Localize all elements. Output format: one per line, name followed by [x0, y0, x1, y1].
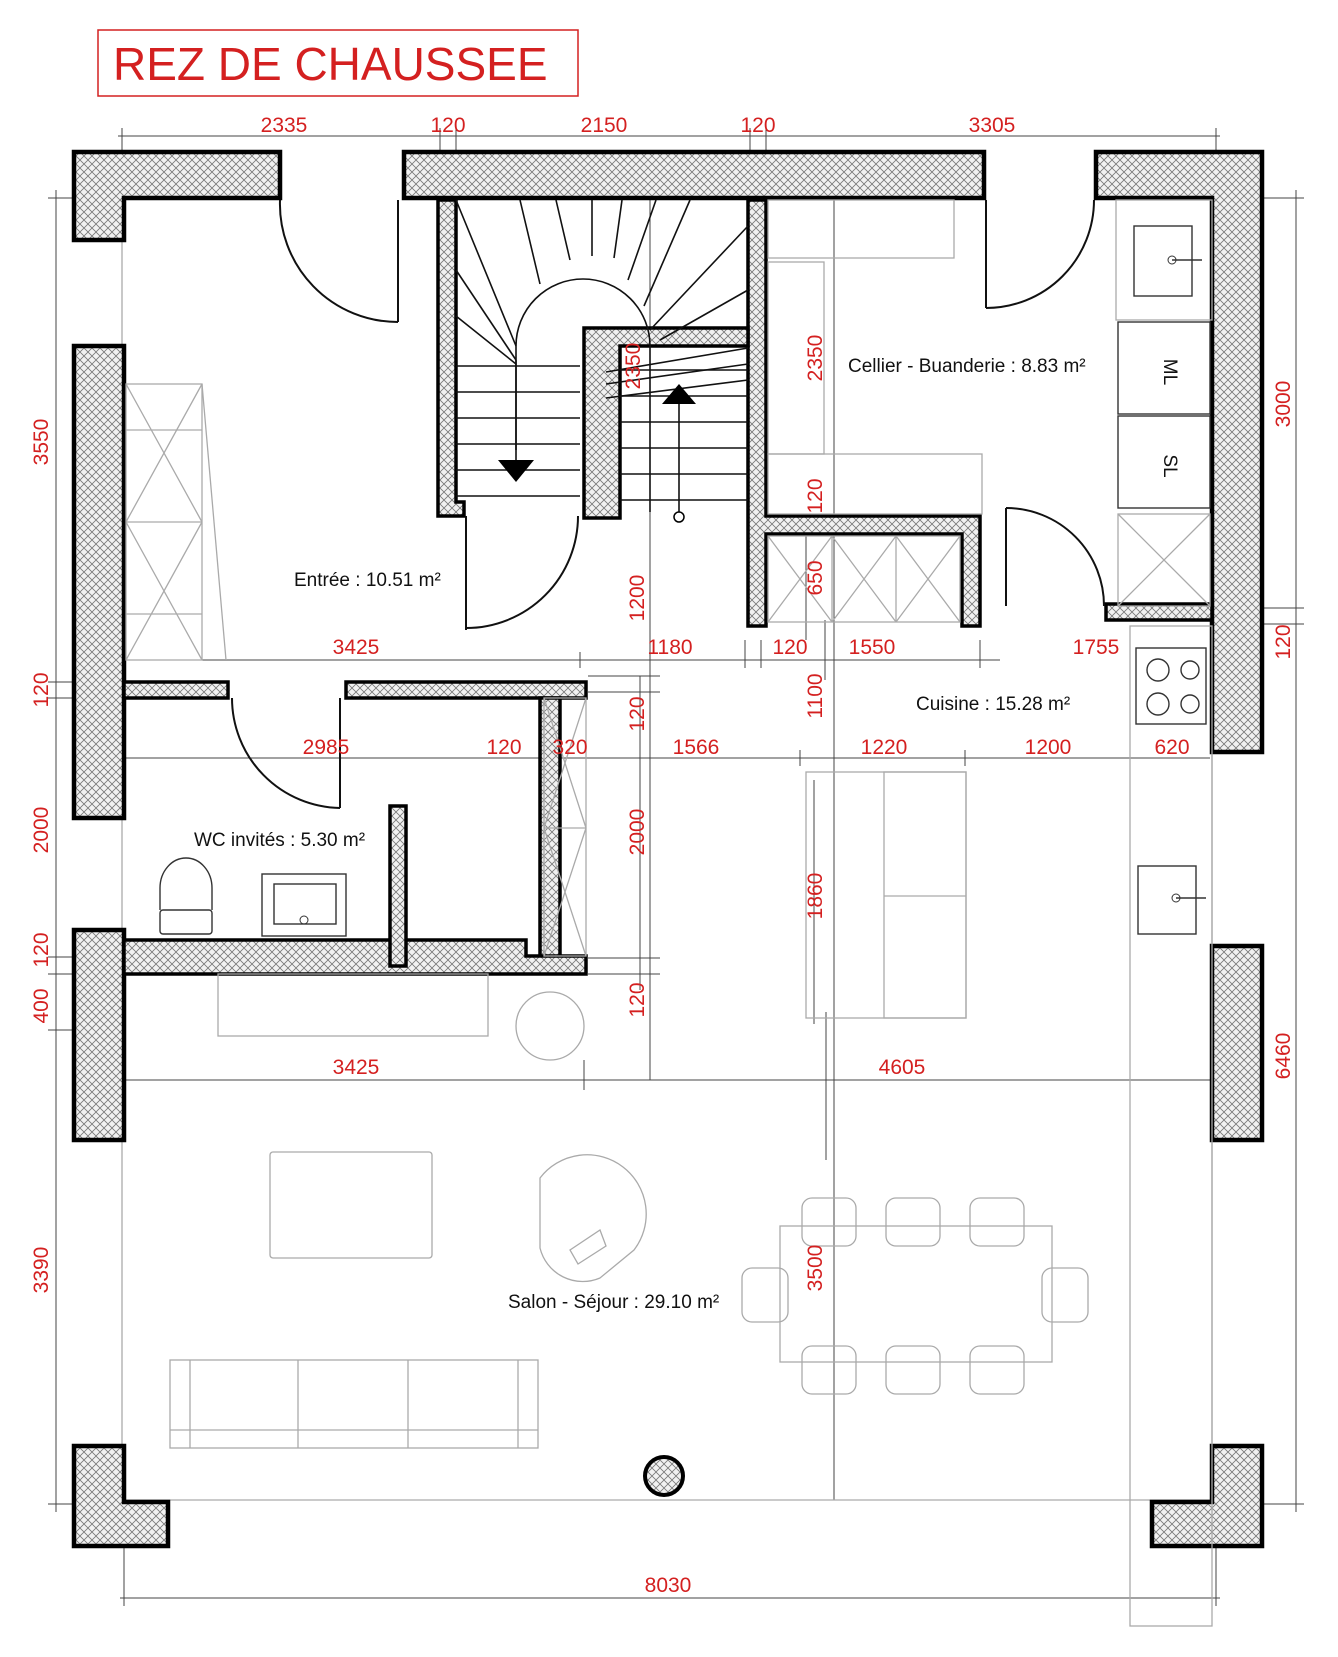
dim-mid2: 1566	[673, 736, 720, 759]
dim-inner: 650	[804, 560, 827, 595]
room-labels: Entrée : 10.51 m² Cellier - Buanderie : …	[194, 356, 1086, 1313]
dim-inner: 1100	[804, 673, 827, 718]
dim-bottom: 8030	[645, 1574, 692, 1597]
coffee-table	[269, 1151, 433, 1259]
dining-chair-icon	[969, 1197, 1025, 1247]
cellier-shelving	[767, 199, 983, 623]
dim-mid1: 1550	[849, 636, 896, 659]
dim-left: 3390	[30, 1247, 53, 1294]
dim-top: 120	[430, 114, 465, 137]
dim-top: 120	[740, 114, 775, 137]
room-label-entree: Entrée : 10.51 m²	[294, 570, 441, 591]
dining-chair-icon	[801, 1345, 857, 1395]
dim-inner: 2350	[622, 343, 645, 390]
dim-inner: 3500	[804, 1245, 827, 1292]
dim-mid1: 120	[772, 636, 807, 659]
doors	[231, 199, 1105, 809]
dim-mid2: 1200	[1025, 736, 1072, 759]
kitchen-sink-icon	[1137, 865, 1206, 935]
dining-chair-icon	[885, 1345, 941, 1395]
entree-wardrobe	[125, 383, 227, 661]
toilet-icon	[159, 857, 213, 935]
dim-left: 2000	[30, 807, 53, 854]
dim-mid2: 1220	[861, 736, 908, 759]
room-label-cuisine: Cuisine : 15.28 m²	[916, 694, 1070, 715]
dim-inner: 120	[804, 478, 827, 513]
dining-chairs	[741, 1197, 1089, 1395]
room-label-wc: WC invités : 5.30 m²	[194, 830, 365, 851]
cellier-appliances: ML SL	[1115, 199, 1213, 607]
dim-top: 3305	[969, 114, 1016, 137]
dining-table	[779, 1225, 1053, 1363]
interior-walls	[122, 198, 1214, 976]
dim-mid3: 4605	[879, 1056, 926, 1079]
dim-inner: 120	[626, 696, 649, 731]
dim-left: 3550	[30, 419, 53, 466]
wc-sink-icon	[261, 873, 347, 937]
title-box: REZ DE CHAUSSEE	[97, 29, 579, 97]
dim-inner: 2000	[626, 809, 649, 856]
dim-mid1: 3425	[333, 636, 380, 659]
wc-fixtures	[159, 857, 347, 937]
wc-cabinet	[543, 697, 587, 957]
dimension-labels: 2335 120 2150 120 3305 3425 1180 120 155…	[30, 114, 1295, 1597]
cellier-window-door[interactable]	[985, 199, 1095, 309]
dim-top: 2150	[581, 114, 628, 137]
stair-door[interactable]	[465, 515, 579, 630]
column-icon	[643, 1455, 685, 1497]
dim-left: 120	[30, 932, 53, 967]
dining-chair-icon	[969, 1345, 1025, 1395]
dim-mid1: 1180	[647, 636, 692, 659]
stair-down-arrow-icon	[498, 460, 534, 482]
dining-chair-icon	[885, 1197, 941, 1247]
dining-chair-icon	[1041, 1267, 1089, 1323]
dim-mid2: 320	[552, 736, 587, 759]
hall-console	[217, 973, 585, 1061]
plan-title: REZ DE CHAUSSEE	[113, 38, 548, 90]
stair-up-arrow-icon	[662, 384, 696, 404]
dim-mid2: 120	[486, 736, 521, 759]
cellier-door[interactable]	[1005, 507, 1105, 607]
dim-right: 120	[1272, 624, 1295, 659]
room-label-cellier: Cellier - Buanderie : 8.83 m²	[848, 356, 1086, 377]
dining-chair-icon	[741, 1267, 789, 1323]
armchair-icon	[539, 1154, 647, 1283]
dim-inner: 2350	[804, 335, 827, 382]
dim-mid3: 3425	[333, 1056, 380, 1079]
dim-mid1: 1755	[1073, 636, 1120, 659]
exterior-walls	[71, 149, 1265, 1549]
wc-door[interactable]	[231, 697, 341, 809]
dim-inner: 1860	[804, 873, 827, 920]
dim-right: 3000	[1272, 381, 1295, 428]
sofa	[169, 1359, 539, 1449]
dim-left: 400	[30, 988, 53, 1023]
sl-label: SL	[1159, 454, 1180, 477]
kitchen-island	[805, 771, 967, 1019]
front-door[interactable]	[278, 199, 399, 323]
room-label-salon: Salon - Séjour : 29.10 m²	[508, 1292, 719, 1313]
dim-left: 120	[30, 672, 53, 707]
dimension-lines	[48, 128, 1304, 1606]
dim-inner: 1200	[626, 575, 649, 622]
kitchen-counter	[1129, 625, 1213, 1627]
ml-label: ML	[1159, 359, 1180, 385]
dryer	[1117, 415, 1211, 509]
washing-machine	[1117, 321, 1211, 415]
staircase	[455, 199, 749, 523]
dim-right: 6460	[1272, 1033, 1295, 1080]
dining-chair-icon	[801, 1197, 857, 1247]
dim-top: 2335	[261, 114, 308, 137]
salon-furniture	[169, 1151, 1089, 1497]
dim-mid2: 620	[1154, 736, 1189, 759]
laundry-sink-icon	[1133, 225, 1202, 297]
cooktop-icon	[1135, 647, 1207, 725]
dim-inner: 120	[626, 982, 649, 1017]
dim-mid2: 2985	[303, 736, 350, 759]
